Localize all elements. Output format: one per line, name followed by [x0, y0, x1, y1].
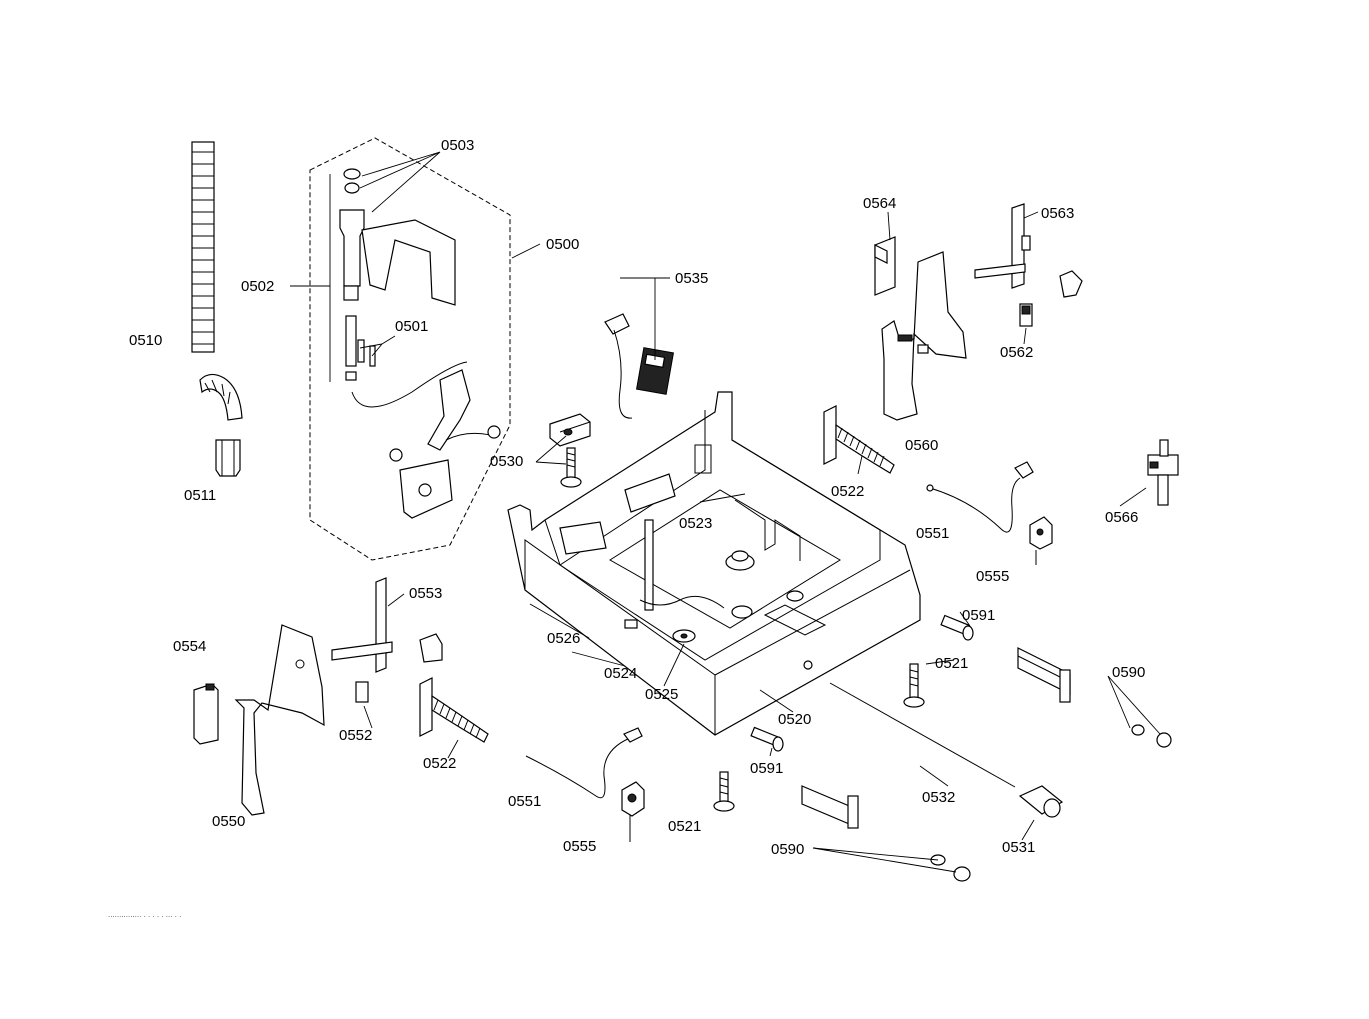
label-0591-lower: 0591 — [750, 760, 783, 777]
label-0500: 0500 — [546, 236, 579, 253]
leader-lines — [290, 151, 1161, 873]
bracket-0553 — [331, 577, 443, 673]
label-0511: 0511 — [184, 487, 216, 504]
label-0566: 0566 — [1105, 509, 1138, 526]
rail-0590-lower — [801, 785, 859, 829]
label-0521-upper: 0521 — [935, 655, 968, 672]
label-0525: 0525 — [645, 686, 678, 703]
label-0555-left: 0555 — [563, 838, 596, 855]
sensor-cable-0551-left — [525, 727, 643, 799]
label-0560: 0560 — [905, 437, 938, 454]
label-0503: 0503 — [441, 137, 474, 154]
switch-0566 — [1147, 439, 1179, 506]
caps-0590-right — [1131, 724, 1172, 748]
softener-valve-0502 — [339, 168, 456, 381]
label-0562: 0562 — [1000, 344, 1033, 361]
fittings-0501 — [357, 339, 376, 367]
label-0530: 0530 — [490, 453, 523, 470]
bracket-0550 — [234, 624, 325, 816]
label-0523: 0523 — [679, 515, 712, 532]
block-0530 — [549, 413, 591, 488]
pressure-switch-0535 — [604, 313, 674, 419]
label-0521-lower: 0521 — [668, 818, 701, 835]
sensor-cable-0551-right — [926, 461, 1034, 533]
float-disc-0525 — [672, 629, 696, 643]
spring-0522-left — [419, 677, 489, 743]
callout-labels: 0503 0500 0502 0501 0510 0511 0535 0530 … — [129, 137, 1145, 858]
group-outline-0500 — [309, 137, 511, 561]
sensor-0555-left — [621, 781, 645, 842]
bracket-0563 — [974, 203, 1083, 298]
label-0554: 0554 — [173, 638, 206, 655]
bolt-0591-lower — [750, 726, 784, 752]
label-0552: 0552 — [339, 727, 372, 744]
label-0551-right: 0551 — [916, 525, 949, 542]
label-0526: 0526 — [547, 630, 580, 647]
sensor-0555-right — [1029, 516, 1053, 565]
foot-0521-upper — [903, 663, 925, 708]
foot-0521-lower — [713, 771, 735, 812]
clip-0562 — [1019, 303, 1033, 327]
drain-hose-0510 — [191, 141, 243, 421]
label-0520: 0520 — [778, 711, 811, 728]
label-0551-left: 0551 — [508, 793, 541, 810]
label-0532: 0532 — [922, 789, 955, 806]
hose-connector-0511 — [215, 439, 241, 477]
label-0564: 0564 — [863, 195, 896, 212]
clip-0552 — [355, 681, 369, 703]
label-0591-upper: 0591 — [962, 607, 995, 624]
cap-0531 — [1018, 785, 1064, 818]
caps-0590-lower — [930, 854, 971, 882]
base-tub-0520 — [507, 391, 921, 736]
spring-0522-right — [823, 405, 895, 474]
label-0553: 0553 — [409, 585, 442, 602]
label-0535: 0535 — [675, 270, 708, 287]
label-0510: 0510 — [129, 332, 162, 349]
rod-0532 — [829, 682, 1016, 788]
label-0590-lower: 0590 — [771, 841, 804, 858]
label-0524: 0524 — [604, 665, 637, 682]
label-0550: 0550 — [212, 813, 245, 830]
label-0563: 0563 — [1041, 205, 1074, 222]
softener-hose-and-sensor — [351, 361, 501, 519]
label-0531: 0531 — [1002, 839, 1035, 856]
footer-code: ............... . . . . . ... . . — [108, 910, 181, 919]
bracket-0564 — [874, 236, 896, 296]
clip-0554 — [193, 683, 219, 745]
label-0590-right: 0590 — [1112, 664, 1145, 681]
rail-0590-right — [1017, 647, 1071, 703]
mount-plate-0560 — [881, 251, 967, 421]
bolt-0591-upper — [940, 614, 974, 641]
label-0555-right: 0555 — [976, 568, 1009, 585]
label-0502: 0502 — [241, 278, 274, 295]
label-0501: 0501 — [395, 318, 428, 335]
label-0522-right: 0522 — [831, 483, 864, 500]
label-0522-left: 0522 — [423, 755, 456, 772]
